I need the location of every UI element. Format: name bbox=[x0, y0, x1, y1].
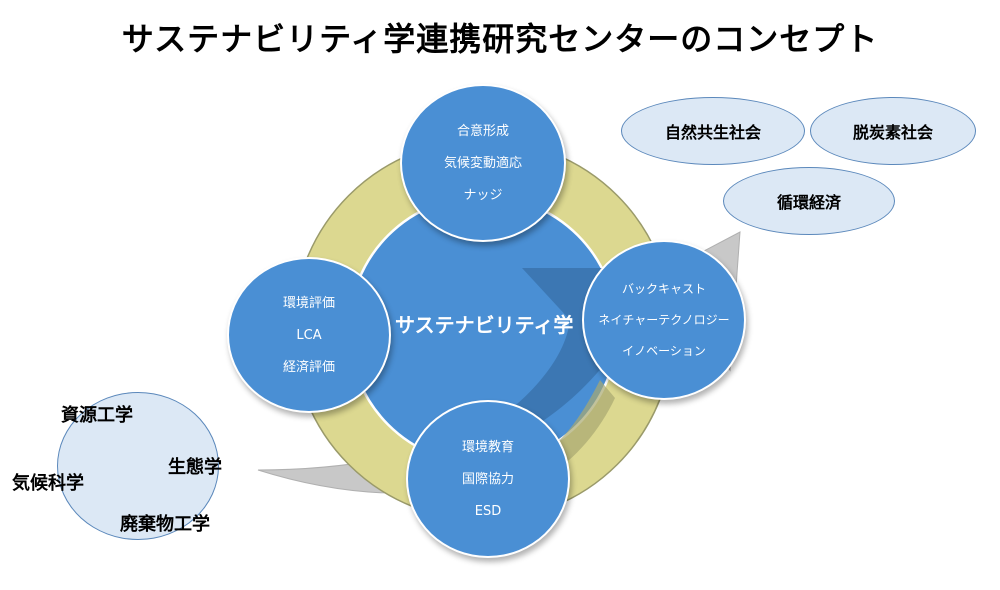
page-title: サステナビリティ学連携研究センターのコンセプト bbox=[121, 20, 879, 58]
bottom-circle-item-2: 国際協力 bbox=[461, 471, 514, 487]
top-circle: 合意形成 気候変動適応 ナッジ bbox=[400, 84, 566, 242]
left-circle-item-2: LCA bbox=[296, 327, 322, 343]
goal-circular-economy: 循環経済 bbox=[723, 167, 895, 235]
center-label: サステナビリティ学 bbox=[395, 313, 574, 337]
bottom-circle-item-1: 環境教育 bbox=[461, 439, 514, 455]
right-circle-item-2: ネイチャーテクノロジー bbox=[598, 313, 730, 327]
right-circle-item-3: イノベーション bbox=[622, 344, 706, 358]
right-circle: バックキャスト ネイチャーテクノロジー イノベーション bbox=[582, 240, 746, 400]
top-circle-item-3: ナッジ bbox=[463, 187, 503, 203]
field-ecology: 生態学 bbox=[168, 457, 222, 478]
goal-decarbonized-society: 脱炭素社会 bbox=[810, 97, 976, 165]
field-climate-science: 気候科学 bbox=[12, 473, 84, 494]
bottom-circle: 環境教育 国際協力 ESD bbox=[406, 400, 570, 558]
left-circle-item-3: 経済評価 bbox=[282, 359, 335, 375]
top-circle-item-1: 合意形成 bbox=[456, 123, 509, 139]
disciplines-ellipse bbox=[57, 392, 219, 540]
right-circle-item-1: バックキャスト bbox=[621, 282, 706, 296]
goal-nature-society: 自然共生社会 bbox=[621, 97, 805, 165]
top-circle-item-2: 気候変動適応 bbox=[443, 155, 522, 171]
field-waste-engineering: 廃棄物工学 bbox=[120, 514, 210, 535]
field-resource-engineering: 資源工学 bbox=[61, 405, 133, 426]
left-circle: 環境評価 LCA 経済評価 bbox=[227, 257, 391, 413]
left-circle-item-1: 環境評価 bbox=[282, 295, 335, 311]
bottom-circle-item-3: ESD bbox=[474, 503, 502, 519]
